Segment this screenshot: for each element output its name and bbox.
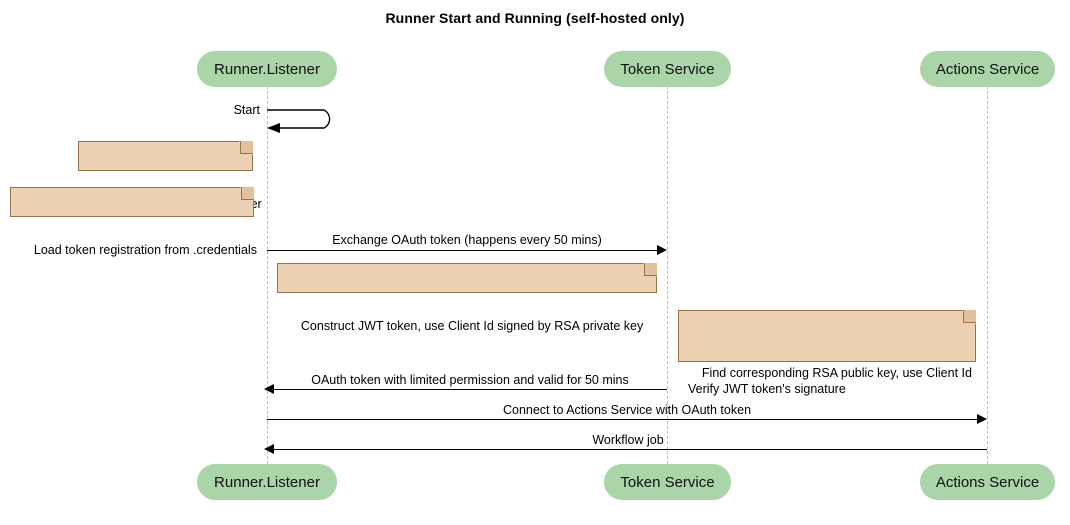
note-verify-jwt-signature: Find corresponding RSA public key, use C… xyxy=(678,310,976,396)
participant-header-token[interactable]: Token Service xyxy=(604,51,731,87)
arrowhead-left-icon xyxy=(264,384,274,394)
participant-footer-runner[interactable]: Runner.Listener xyxy=(197,464,337,500)
message-label-exchange-oauth-token: Exchange OAuth token (happens every 50 m… xyxy=(332,233,602,247)
message-line-connect-actions-service[interactable] xyxy=(267,419,980,420)
note-load-token-registration: Load token registration from .credential… xyxy=(10,187,257,257)
participant-footer-token[interactable]: Token Service xyxy=(604,464,731,500)
message-line-workflow-job[interactable] xyxy=(274,449,987,450)
lifeline-actions xyxy=(987,86,988,464)
message-line-exchange-oauth-token[interactable] xyxy=(267,250,660,251)
self-message-start[interactable] xyxy=(266,104,346,134)
note-text: Find corresponding RSA public key, use C… xyxy=(688,366,972,396)
arrowhead-right-icon xyxy=(977,414,987,424)
note-construct-jwt-token: Construct JWT token, use Client Id signe… xyxy=(277,263,657,333)
participant-label: Actions Service xyxy=(935,473,1040,491)
arrowhead-left-icon xyxy=(264,444,274,454)
note-text: Load token registration from .credential… xyxy=(33,243,257,257)
note-fold-corner-icon xyxy=(241,187,254,200)
participant-label: Actions Service xyxy=(935,60,1040,78)
message-label-start: Start xyxy=(233,103,260,117)
lifeline-runner xyxy=(267,86,268,464)
note-load-config: Load config info from .runner xyxy=(78,141,262,211)
participant-label: Runner.Listener xyxy=(214,473,320,491)
note-fold-corner-icon xyxy=(240,141,253,154)
arrowhead-right-icon xyxy=(657,245,667,255)
message-label-connect-actions-service: Connect to Actions Service with OAuth to… xyxy=(502,403,752,417)
lifeline-token xyxy=(667,86,668,464)
participant-header-runner[interactable]: Runner.Listener xyxy=(197,51,337,87)
participant-label: Token Service xyxy=(620,473,715,491)
participant-header-actions[interactable]: Actions Service xyxy=(920,51,1055,87)
participant-label: Runner.Listener xyxy=(214,60,320,78)
participant-footer-actions[interactable]: Actions Service xyxy=(920,464,1055,500)
note-fold-corner-icon xyxy=(644,263,657,276)
note-fold-corner-icon xyxy=(963,310,976,323)
page-title: Runner Start and Running (self-hosted on… xyxy=(385,10,685,26)
participant-label: Token Service xyxy=(620,60,715,78)
message-line-oauth-token-returned[interactable] xyxy=(274,389,667,390)
message-label-workflow-job: Workflow job xyxy=(592,433,664,447)
message-label-oauth-token-returned: OAuth token with limited permission and … xyxy=(311,373,629,387)
note-text: Construct JWT token, use Client Id signe… xyxy=(300,319,644,333)
